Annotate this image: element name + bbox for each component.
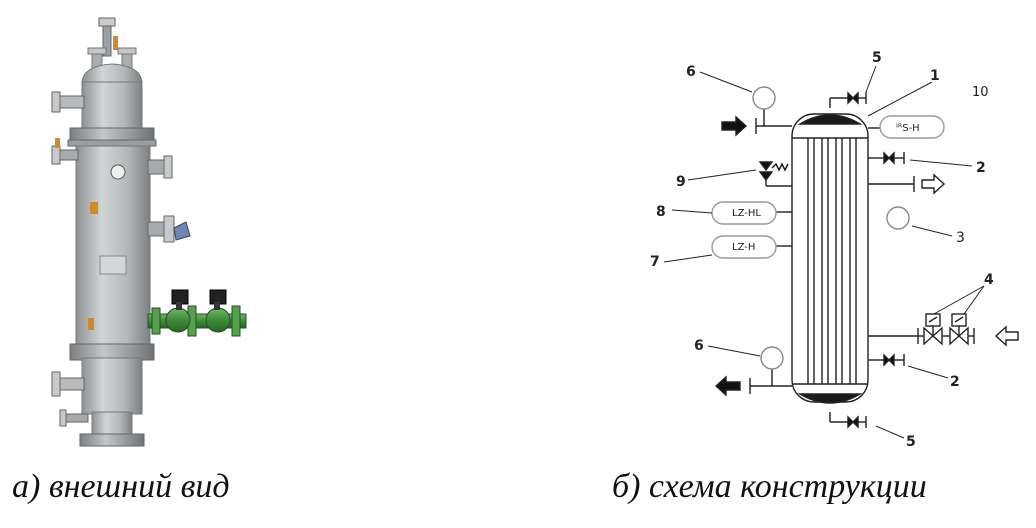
inlet-arrow-filled — [721, 115, 748, 137]
instrument-tag-top — [879, 115, 945, 139]
label-6-top: 6 — [686, 64, 696, 80]
label-2-lower: 2 — [950, 374, 960, 390]
side-valve-lower — [883, 353, 895, 367]
pressure-gauge-bottom — [760, 346, 784, 370]
vent-valve-top — [847, 91, 859, 105]
caption-construction-scheme: б) схема конструкции — [612, 468, 927, 505]
caption-external-view: а) внешний вид — [12, 468, 230, 505]
level-switch-h — [711, 235, 777, 259]
label-2-upper: 2 — [976, 160, 986, 176]
side-valve-upper — [883, 151, 895, 165]
top-cap — [797, 114, 863, 125]
safety-valve — [758, 171, 774, 182]
label-10: 10 — [972, 85, 989, 100]
vessel-photo — [51, 17, 247, 447]
construction-scheme — [663, 65, 1019, 439]
bottom-cap — [797, 393, 863, 404]
label-6-bottom: 6 — [694, 338, 704, 354]
label-3: 3 — [956, 230, 965, 246]
tag-7-text: LZ-H — [732, 242, 755, 253]
label-1: 1 — [930, 68, 940, 84]
label-8: 8 — [656, 204, 666, 220]
gauge-3 — [886, 206, 910, 230]
outlet-arrow-hollow — [921, 173, 946, 195]
drain-valve-bottom — [847, 415, 859, 429]
label-5-top: 5 — [872, 50, 882, 66]
inlet-arrow-hollow — [994, 325, 1019, 347]
tag-top-right-text: ᴵᴿS-H — [896, 123, 920, 134]
label-7: 7 — [650, 254, 660, 270]
label-4: 4 — [984, 272, 994, 288]
tag-8-text: LZ-HL — [732, 208, 761, 219]
pressure-gauge-top — [752, 86, 776, 110]
outlet-arrow-filled — [714, 375, 741, 397]
leader-lines — [663, 65, 985, 439]
label-9: 9 — [676, 174, 686, 190]
label-5-bottom: 5 — [906, 434, 916, 450]
tube-bundle — [807, 138, 857, 384]
